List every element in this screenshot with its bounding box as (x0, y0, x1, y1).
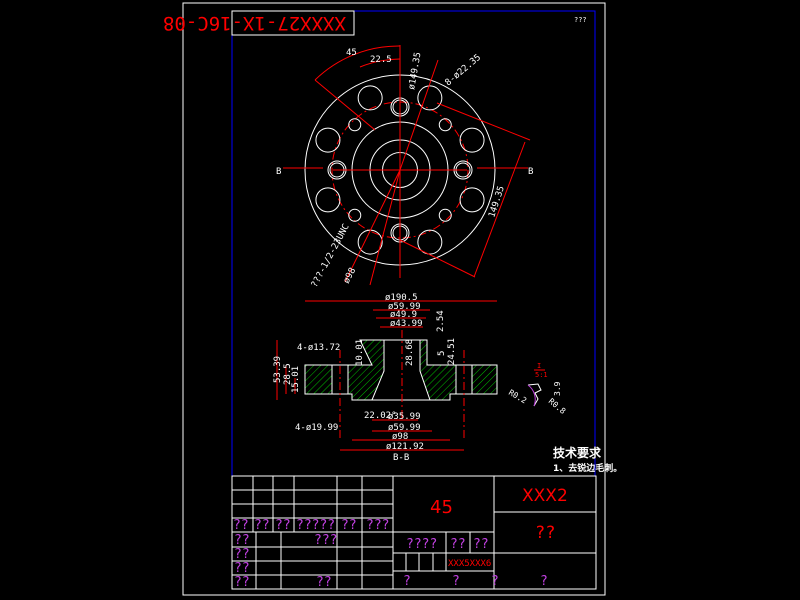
header-cell: ?? (341, 518, 357, 533)
row-label: ?? (234, 575, 250, 590)
dim-2-54: 2.54 (436, 310, 446, 332)
dim-holes: 8-ø22.35 (444, 53, 484, 89)
header-cell: ??? (366, 518, 389, 533)
detail-label-top: I (537, 362, 541, 370)
detail-view: I 5:1 R0.2 R0.8 3.9 (507, 362, 567, 416)
small-hole (438, 118, 452, 132)
dim-35: ø35.99 (388, 412, 421, 422)
dim-28-5: 28.5 (283, 363, 293, 385)
bolt-hole (459, 127, 485, 153)
outer-frame (182, 2, 606, 596)
bottom-mark: ? (452, 574, 460, 589)
bolt-hole (417, 85, 443, 111)
dim-24-51: 24.51 (447, 338, 457, 365)
dim-5: 5 (437, 351, 447, 356)
section-marker-left: B (276, 167, 281, 177)
dim-3-9: 3.9 (553, 381, 562, 396)
small-hole (348, 118, 362, 132)
section-marker-right: B (528, 167, 533, 177)
dim-r0-2: R0.2 (507, 388, 528, 406)
row-label: ?? (234, 561, 250, 576)
dim-10: 10.01 (355, 339, 365, 366)
part-code: XXX2 (522, 486, 568, 506)
row-label: ?? (234, 533, 250, 548)
top-view: 45 22.5 ø149.35 8-ø22.35 149.35 ???-1/2-… (276, 45, 533, 289)
bolt-hole (459, 187, 485, 213)
section-label: B-B (393, 453, 409, 463)
dim-49: ø49.9 (390, 310, 417, 320)
dim-98-section: ø98 (392, 432, 408, 442)
dim-28-68: 28.68 (405, 339, 415, 366)
small-hole (348, 208, 362, 222)
drawing-number: XXXX27-1X-16C-08 (163, 12, 346, 34)
bolt-hole (357, 85, 383, 111)
part-name: ?? (535, 523, 555, 543)
drawing-code: XXX5XXX6 (448, 559, 491, 569)
corner-mark: ??? (574, 16, 587, 24)
mid-cell: ??? (314, 533, 337, 548)
dim-angle-45: 45 (346, 48, 357, 58)
material: 45 (430, 497, 453, 518)
bolt-hole (315, 127, 341, 153)
header-cell: ?? (233, 518, 249, 533)
stage-label: ?? (450, 537, 466, 552)
bottom-mark: ? (491, 574, 499, 589)
row-label: ?? (234, 547, 250, 562)
dim-bolt-circle: ø149.35 (407, 51, 423, 90)
stage-label: ???? (406, 537, 437, 552)
dim-190: ø190.5 (385, 293, 418, 303)
dim-r0-8: R0.8 (547, 397, 568, 416)
dim-53: 53.39 (273, 356, 283, 383)
dim-98: ø98 (342, 266, 358, 285)
dim-43: ø43.99 (390, 319, 423, 329)
dim-angle-22-5: 22.5 (370, 55, 392, 65)
bottom-mark: ? (540, 574, 548, 589)
stage-label: ?? (473, 537, 489, 552)
dim-59-bottom: ø59.99 (388, 423, 421, 433)
bolt-hole (315, 187, 341, 213)
tech-requirement-1: 1、去锐边毛刺。 (553, 462, 622, 474)
dim-15: 15.01 (291, 366, 301, 393)
dim-149: 149.35 (487, 185, 507, 219)
bolt-hole (417, 229, 443, 255)
dim-4-13: 4-ø13.72 (297, 343, 340, 353)
header-row: ?? ?? ?? ????? ?? ??? (233, 518, 389, 533)
dim-4-19: 4-ø19.99 (295, 423, 338, 433)
title-block (231, 475, 597, 590)
bottom-cell: ?? (316, 575, 332, 590)
section-view: ø190.5 ø59.99 ø49.9 ø43.99 2.54 4-ø13.72… (273, 293, 498, 463)
header-cell: ?? (275, 518, 291, 533)
dim-121: ø121.92 (386, 442, 424, 452)
small-hole (438, 208, 452, 222)
bottom-mark: ? (403, 574, 411, 589)
tech-requirements-title: 技术要求 (553, 445, 602, 460)
dim-angle-22: 22.02° (364, 411, 397, 421)
drawing-number-box (231, 10, 355, 36)
header-cell: ?? (254, 518, 270, 533)
detail-label-bottom: 5:1 (535, 371, 548, 379)
dim-59-top: ø59.99 (388, 302, 421, 312)
header-cell: ????? (296, 518, 335, 533)
